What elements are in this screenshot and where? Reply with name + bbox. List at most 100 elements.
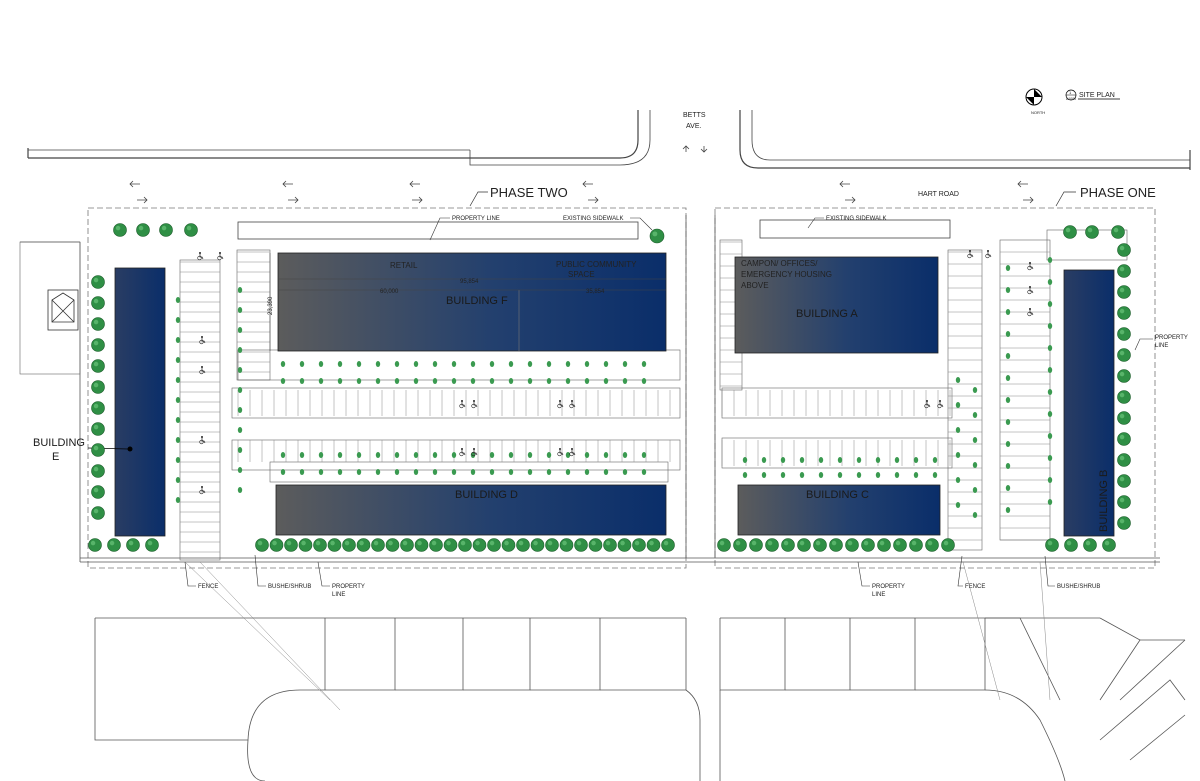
- tree-icon: [184, 223, 198, 237]
- shrub-icon: [622, 452, 628, 458]
- tree-icon: [136, 223, 150, 237]
- shrub-icon: [356, 378, 362, 384]
- tree-icon: [443, 538, 458, 552]
- shrub-icon: [413, 452, 419, 458]
- tree-icon: [1117, 306, 1131, 320]
- tree-icon: [632, 538, 646, 552]
- accessible-parking-icon: [471, 448, 478, 457]
- building-f-dim-total: 95,854: [460, 279, 479, 285]
- building-e-marker-icon: [127, 446, 133, 452]
- tree-icon: [91, 422, 105, 436]
- shrub-icon: [1047, 345, 1053, 351]
- tree-icon: [733, 538, 747, 552]
- building-e-line2: E: [52, 451, 59, 463]
- shrub-icon: [603, 469, 609, 475]
- shrub-icon: [470, 361, 476, 367]
- tree-icon: [88, 538, 102, 552]
- accessible-parking-icon: [1027, 308, 1034, 317]
- tree-icon: [1064, 538, 1078, 552]
- callout-existing-sidewalk-2: EXISTING SIDEWALK: [826, 216, 886, 222]
- shrub-icon: [175, 397, 181, 403]
- tree-icon: [91, 275, 105, 289]
- shrub-icon: [280, 469, 286, 475]
- accessible-parking-icon: [199, 366, 206, 375]
- callout-property-c1: PROPERTY: [872, 584, 905, 590]
- tree-icon: [588, 538, 603, 552]
- tree-icon: [1117, 495, 1131, 509]
- shrub-icon: [603, 361, 609, 367]
- tree-icon: [893, 538, 907, 552]
- building-c: [737, 484, 941, 536]
- shrub-icon: [1047, 257, 1053, 263]
- shrub-icon: [1005, 375, 1011, 381]
- shrub-icon: [375, 452, 381, 458]
- building-c-name: BUILDING C: [806, 489, 869, 501]
- building-f-public-label-1: PUBLIC COMMUNITY: [556, 260, 637, 269]
- shrub-icon: [1005, 353, 1011, 359]
- shrub-icon: [451, 378, 457, 384]
- north-arrow-icon: [1025, 88, 1043, 106]
- dumpster-icon: [47, 289, 79, 331]
- tree-icon: [91, 296, 105, 310]
- shrub-icon: [641, 452, 647, 458]
- shrub-icon: [837, 472, 843, 478]
- shrub-icon: [972, 387, 978, 393]
- shrub-icon: [856, 472, 862, 478]
- shrub-icon: [955, 477, 961, 483]
- shrub-icon: [955, 427, 961, 433]
- dimension-lines: [184, 561, 1051, 711]
- shrub-icon: [508, 361, 514, 367]
- shrub-icon: [641, 361, 647, 367]
- building-f-retail-label: RETAIL: [390, 261, 418, 270]
- shrub-icon: [394, 378, 400, 384]
- building-a: [734, 256, 939, 354]
- shrub-icon: [584, 378, 590, 384]
- shrub-icon: [932, 457, 938, 463]
- parking-stalls-phase-two: [180, 251, 671, 553]
- tree-icon: [91, 485, 105, 499]
- building-f-dim-depth: 23,390: [268, 296, 274, 315]
- street-betts-1: BETTS: [683, 112, 706, 119]
- building-e-line1: BUILDING: [33, 437, 85, 449]
- shrub-icon: [489, 378, 495, 384]
- callout-property-line: PROPERTY LINE: [452, 216, 500, 222]
- shrub-icon: [913, 472, 919, 478]
- tree-icon: [145, 538, 159, 552]
- shrub-icon: [1005, 287, 1011, 293]
- shrub-icon: [451, 361, 457, 367]
- shrub-icon: [432, 378, 438, 384]
- sidewalk-phase-one: [759, 219, 951, 239]
- tree-icon: [1117, 516, 1131, 530]
- tree-icon: [877, 538, 891, 552]
- building-f-name: BUILDING F: [446, 295, 508, 307]
- callout-bushe-left: BUSHE/SHRUB: [268, 584, 311, 590]
- shrub-icon: [955, 402, 961, 408]
- shrub-icon: [1005, 507, 1011, 513]
- phase-leaders: [469, 191, 1076, 207]
- shrub-icon: [175, 497, 181, 503]
- shrub-icon: [1005, 485, 1011, 491]
- shrub-icon: [175, 357, 181, 363]
- shrub-icon: [508, 378, 514, 384]
- shrub-icon: [299, 361, 305, 367]
- traffic-arrow-icons: [129, 145, 1034, 204]
- adjacent-lot: [19, 241, 81, 375]
- shrub-icon: [913, 457, 919, 463]
- tree-icon: [458, 538, 472, 552]
- shrub-icon: [742, 472, 748, 478]
- callout-bushe-right: BUSHE/SHRUB: [1057, 584, 1100, 590]
- tree-icon: [1117, 432, 1131, 446]
- callout-property-c2: LINE: [872, 592, 885, 598]
- shrub-icon: [318, 469, 324, 475]
- callout-fence-right: FENCE: [965, 584, 985, 590]
- building-f: [277, 252, 667, 352]
- callout-property-right-2: LINE: [1155, 343, 1168, 349]
- shrub-icon: [546, 469, 552, 475]
- shrub-icon: [1047, 499, 1053, 505]
- shrub-icon: [641, 378, 647, 384]
- shrub-icon: [280, 378, 286, 384]
- shrub-icon: [584, 452, 590, 458]
- shrub-icon: [394, 452, 400, 458]
- tree-icon: [1117, 348, 1131, 362]
- phase-two-label: PHASE TWO: [490, 185, 568, 200]
